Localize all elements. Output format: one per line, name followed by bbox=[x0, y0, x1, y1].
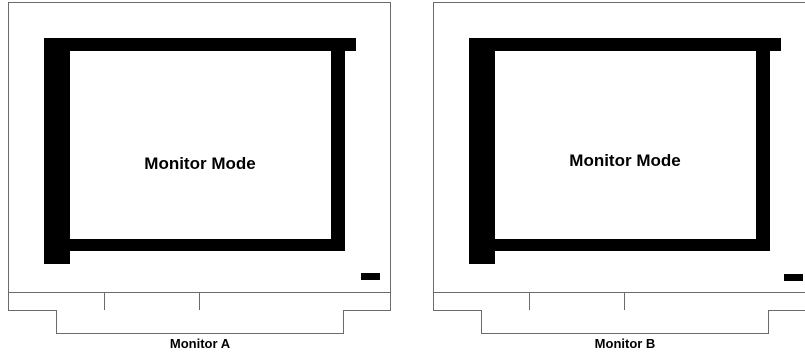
bezel-divider bbox=[624, 293, 625, 311]
bezel-divider bbox=[529, 293, 530, 311]
monitor-bezel-strip bbox=[8, 292, 391, 311]
screen-frame-tab bbox=[44, 250, 56, 264]
screen-frame-right bbox=[756, 38, 770, 251]
monitor-bezel-strip bbox=[433, 292, 805, 311]
screen-frame-bottom bbox=[481, 239, 770, 251]
screen-mode-label: Monitor Mode bbox=[569, 151, 681, 170]
monitor-screen: Monitor Mode bbox=[70, 64, 330, 239]
monitor-caption: Monitor B bbox=[594, 336, 656, 351]
screen-mode-label: Monitor Mode bbox=[144, 154, 256, 173]
monitor-caption: Monitor A bbox=[169, 336, 231, 351]
screen-frame-top bbox=[44, 38, 356, 51]
monitor-screen: Monitor Mode bbox=[495, 62, 755, 239]
power-indicator bbox=[784, 274, 803, 281]
screen-frame-right bbox=[331, 38, 345, 251]
monitor-stand bbox=[56, 310, 344, 334]
monitor-stand bbox=[481, 310, 769, 334]
screen-frame-left bbox=[469, 38, 495, 264]
screen-frame-left bbox=[44, 38, 70, 264]
power-indicator bbox=[361, 273, 380, 280]
monitor-b: Monitor Mode Monitor B bbox=[424, 0, 805, 354]
bezel-divider bbox=[104, 293, 105, 311]
screen-frame-bottom bbox=[56, 239, 345, 251]
bezel-divider bbox=[199, 293, 200, 311]
screen-frame-tab bbox=[469, 250, 481, 264]
monitor-a: Monitor Mode Monitor A bbox=[0, 0, 400, 354]
screen-frame-top bbox=[469, 38, 781, 51]
